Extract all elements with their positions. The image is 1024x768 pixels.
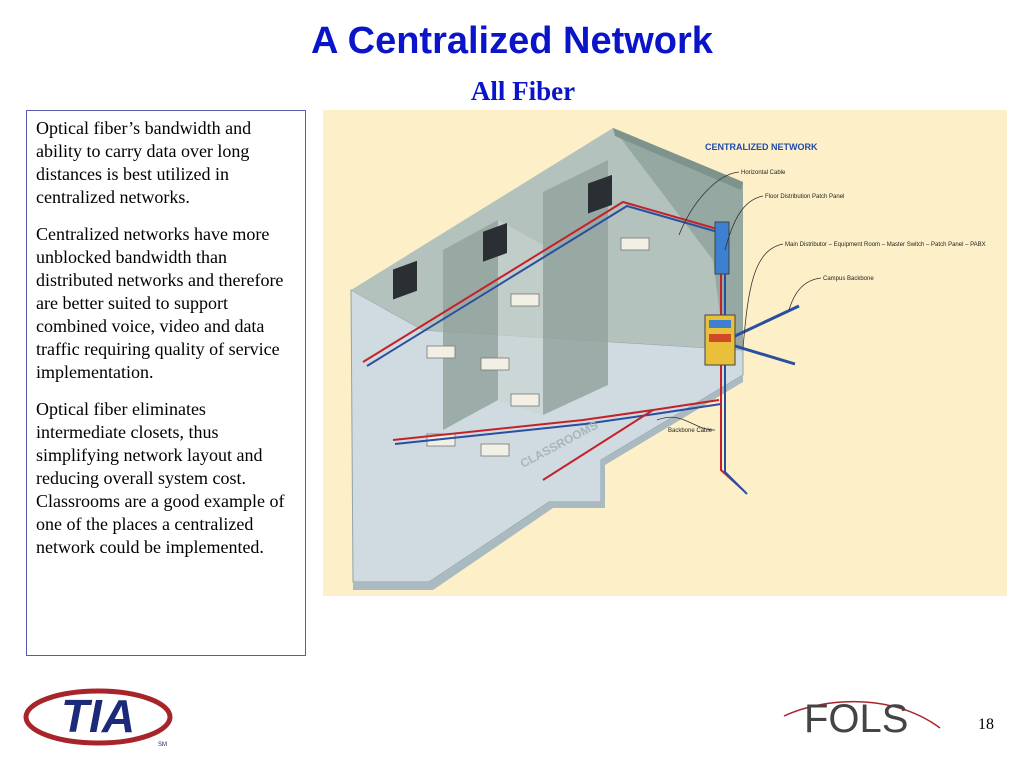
centralized-network-diagram: CENTRALIZED NETWORK Horizontal Cable Flo… [323,110,1007,596]
fols-logo: FOLS [783,697,941,738]
tia-logo-text: TIA [61,690,135,742]
callout-horizontal-cable: Horizontal Cable [741,170,786,176]
page-number: 18 [978,716,994,733]
diagram-heading: CENTRALIZED NETWORK [705,142,818,152]
blackboard [393,260,417,300]
body-paragraph: Optical fiber’s bandwidth and ability to… [36,118,252,207]
callout-campus-backbone: Campus Backbone [823,276,874,282]
slide-title: A Centralized Network [311,20,713,62]
partition-wall [543,160,608,415]
body-text-box: Optical fiber’s bandwidth and ability to… [26,110,306,656]
callout-leaders [656,171,822,431]
body-paragraph: Optical fiber eliminates intermediate cl… [36,399,285,557]
right-wall [613,128,743,350]
blackboard [588,174,612,214]
callout-main-distributor: Main Distributor – Equipment Room – Mast… [785,242,986,248]
partition-wall [443,220,498,430]
blackboard [483,223,507,262]
fols-logo-text: FOLS [804,697,908,738]
callout-floor-patch-panel: Floor Distribution Patch Panel [765,194,844,200]
tia-logo-mark: SM [158,742,167,748]
body-paragraph: Centralized networks have more unblocked… [36,224,284,382]
tia-logo: TIA SM [23,688,173,748]
floor-patch-panel [714,221,730,275]
slide-subtitle: All Fiber [470,76,576,106]
campus-backbone [734,304,800,366]
callout-backbone-cable: Backbone Cable [668,428,713,434]
